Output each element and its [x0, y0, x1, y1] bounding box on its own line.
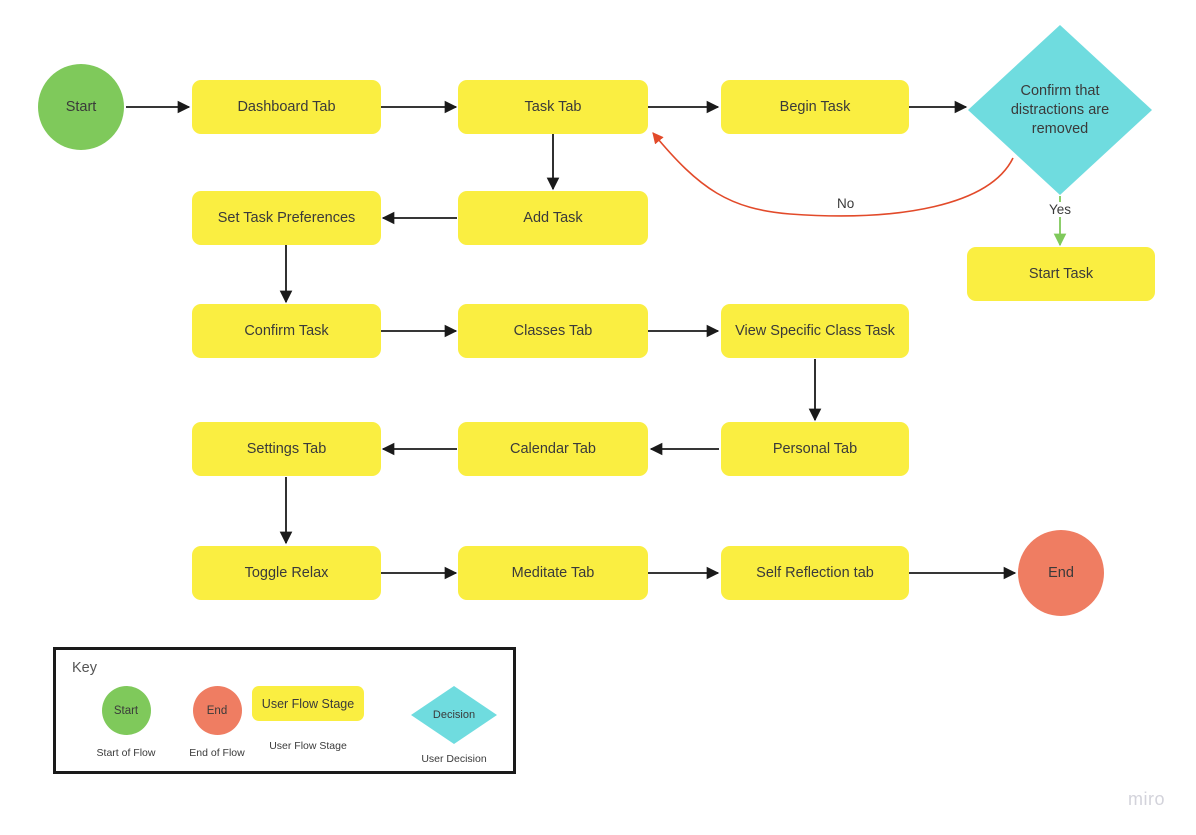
key-swatch-start-circle: Start: [101, 686, 151, 735]
node-task-tab[interactable]: Task Tab: [458, 80, 648, 134]
node-label: Calendar Tab: [510, 441, 596, 457]
node-end[interactable]: End: [1018, 530, 1104, 616]
node-label: Begin Task: [779, 99, 851, 115]
node-personal-tab[interactable]: Personal Tab: [721, 422, 909, 476]
node-toggle-relax[interactable]: Toggle Relax: [192, 546, 381, 600]
node-meditate-tab[interactable]: Meditate Tab: [458, 546, 648, 600]
key-swatch-label: Start: [113, 704, 139, 717]
key-title: Key: [72, 660, 97, 676]
node-label: Task Tab: [524, 99, 582, 115]
key-item-end: End End of Flow: [157, 686, 277, 759]
node-label: Self Reflection tab: [756, 565, 874, 581]
key-swatch-stage-rect: User Flow Stage: [252, 686, 364, 721]
node-classes-tab[interactable]: Classes Tab: [458, 304, 648, 358]
node-add-task[interactable]: Add Task: [458, 191, 648, 245]
edge-label-no: No: [833, 196, 859, 211]
key-caption: User Decision: [421, 753, 487, 765]
edge-label-yes: Yes: [1045, 202, 1076, 217]
node-start-task[interactable]: Start Task: [967, 247, 1155, 301]
node-start[interactable]: Start: [38, 64, 124, 150]
node-settings-tab[interactable]: Settings Tab: [192, 422, 381, 476]
key-swatch-label: Decision: [432, 709, 476, 721]
node-label: Set Task Preferences: [217, 210, 356, 226]
node-dashboard-tab[interactable]: Dashboard Tab: [192, 80, 381, 134]
key-caption: Start of Flow: [96, 747, 156, 759]
key-swatch-end-circle: End: [192, 686, 242, 735]
key-legend: Key Start Start of Flow End End of Flow …: [53, 647, 516, 774]
node-view-specific-class-task[interactable]: View Specific Class Task: [721, 304, 909, 358]
node-label: Confirm Task: [244, 323, 329, 339]
node-confirm-distractions[interactable]: Confirm that distractions are removed: [968, 25, 1152, 195]
node-label: Dashboard Tab: [237, 99, 336, 115]
node-calendar-tab[interactable]: Calendar Tab: [458, 422, 648, 476]
node-label: Classes Tab: [513, 323, 593, 339]
node-label: Meditate Tab: [511, 565, 595, 581]
node-label: Toggle Relax: [244, 565, 329, 581]
key-item-start: Start Start of Flow: [66, 686, 186, 759]
key-caption: User Flow Stage: [269, 740, 347, 752]
node-confirm-task[interactable]: Confirm Task: [192, 304, 381, 358]
node-label: View Specific Class Task: [735, 323, 895, 339]
key-item-decision: Decision User Decision: [394, 686, 514, 765]
node-label: Start: [65, 99, 97, 115]
key-item-stage: User Flow Stage User Flow Stage: [248, 686, 368, 752]
key-caption: End of Flow: [189, 747, 245, 759]
key-swatch-decision-diamond: Decision: [411, 686, 497, 744]
node-label: Start Task: [1028, 266, 1094, 282]
key-swatch-label: User Flow Stage: [261, 696, 355, 711]
node-label: End: [1048, 565, 1074, 581]
key-swatch-label: End: [206, 704, 228, 717]
node-label: Add Task: [523, 210, 583, 226]
node-label: Settings Tab: [246, 441, 327, 457]
node-label: Confirm that distractions are removed: [1010, 82, 1110, 137]
node-label: Personal Tab: [772, 441, 858, 457]
node-set-task-preferences[interactable]: Set Task Preferences: [192, 191, 381, 245]
node-begin-task[interactable]: Begin Task: [721, 80, 909, 134]
miro-watermark: miro: [1128, 789, 1165, 809]
node-self-reflection-tab[interactable]: Self Reflection tab: [721, 546, 909, 600]
